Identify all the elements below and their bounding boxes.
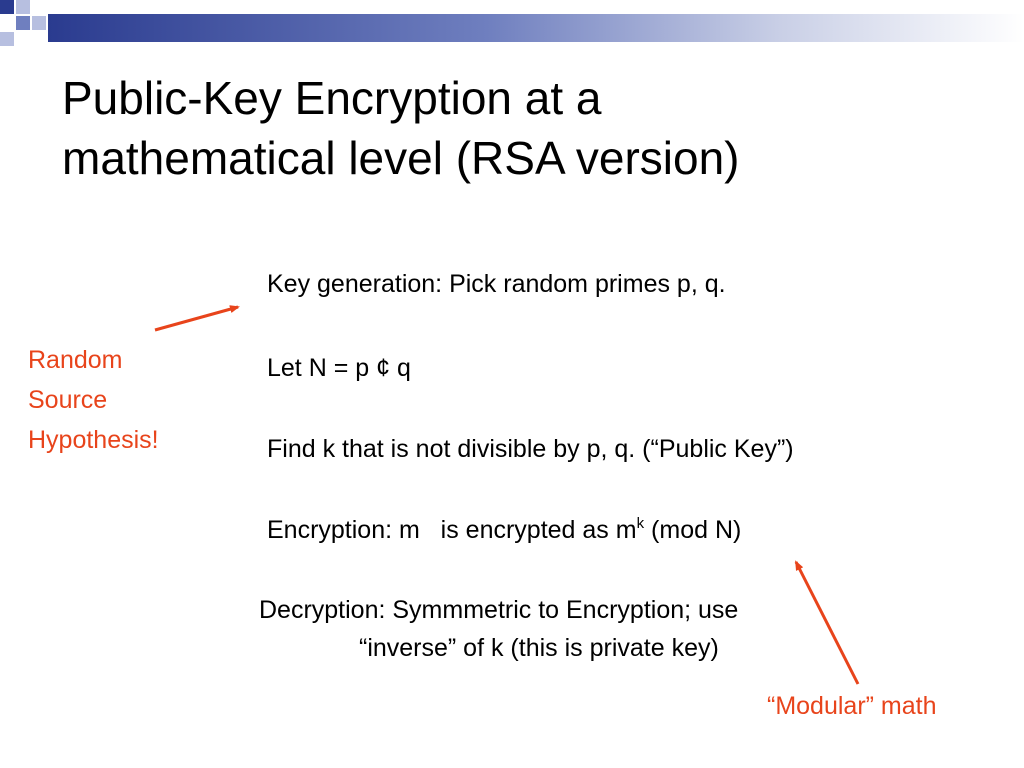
slide-title-line: Public-Key Encryption at a <box>62 72 602 124</box>
random-source-arrow <box>154 305 240 332</box>
encryption-text: Encryption: m is encrypted as mk (mod N) <box>267 514 741 546</box>
encryption-suffix: (mod N) <box>644 516 742 544</box>
decorative-square <box>32 16 46 30</box>
decorative-square <box>16 16 30 30</box>
decorative-square <box>0 32 14 46</box>
decryption-text-line1: Decryption: Symmmetric to Encryption; us… <box>259 596 739 624</box>
find-k-text: Find k that is not divisible by p, q. (“… <box>267 435 794 463</box>
annotation-line: Hypothesis! <box>28 426 159 454</box>
slide-title: Public-Key Encryption at a mathematical … <box>62 68 1002 188</box>
let-n-text: Let N = p ¢ q <box>267 354 411 382</box>
random-source-annotation: Random Source Hypothesis! <box>28 340 159 460</box>
encryption-exponent: k <box>636 515 645 532</box>
decorative-square <box>16 0 30 14</box>
modular-math-annotation: “Modular” math <box>767 692 937 720</box>
title-band <box>48 14 1024 42</box>
annotation-line: Random <box>28 346 123 374</box>
annotation-line: Source <box>28 386 108 414</box>
encryption-prefix: Encryption: m is encrypted as m <box>267 516 637 544</box>
decryption-text-line2: “inverse” of k (this is private key) <box>359 634 719 662</box>
slide-title-line: mathematical level (RSA version) <box>62 132 740 184</box>
key-generation-text: Key generation: Pick random primes p, q. <box>267 270 726 298</box>
modular-math-arrow <box>794 560 860 685</box>
decorative-square <box>0 0 14 14</box>
